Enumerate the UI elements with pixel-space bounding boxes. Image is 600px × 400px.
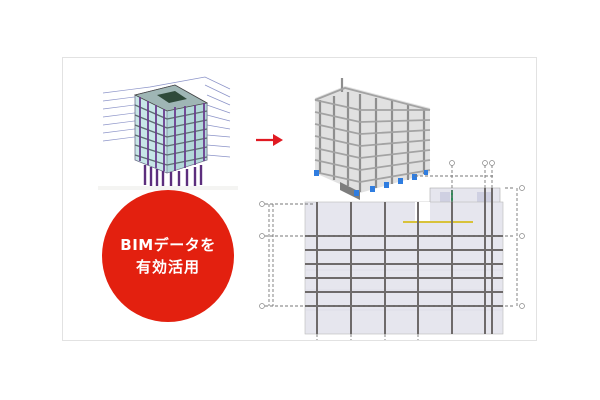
structural-model-illustration (314, 78, 431, 200)
floor-plan-illustration (259, 160, 525, 340)
bim-building-illustration (102, 76, 231, 187)
caption-circle: BIMデータを 有効活用 (102, 190, 234, 322)
arrow-right-icon (256, 134, 283, 146)
caption-line-2: 有効活用 (135, 258, 200, 276)
bim-ground-line (98, 186, 238, 190)
caption-line-1: BIMデータを (120, 236, 216, 254)
